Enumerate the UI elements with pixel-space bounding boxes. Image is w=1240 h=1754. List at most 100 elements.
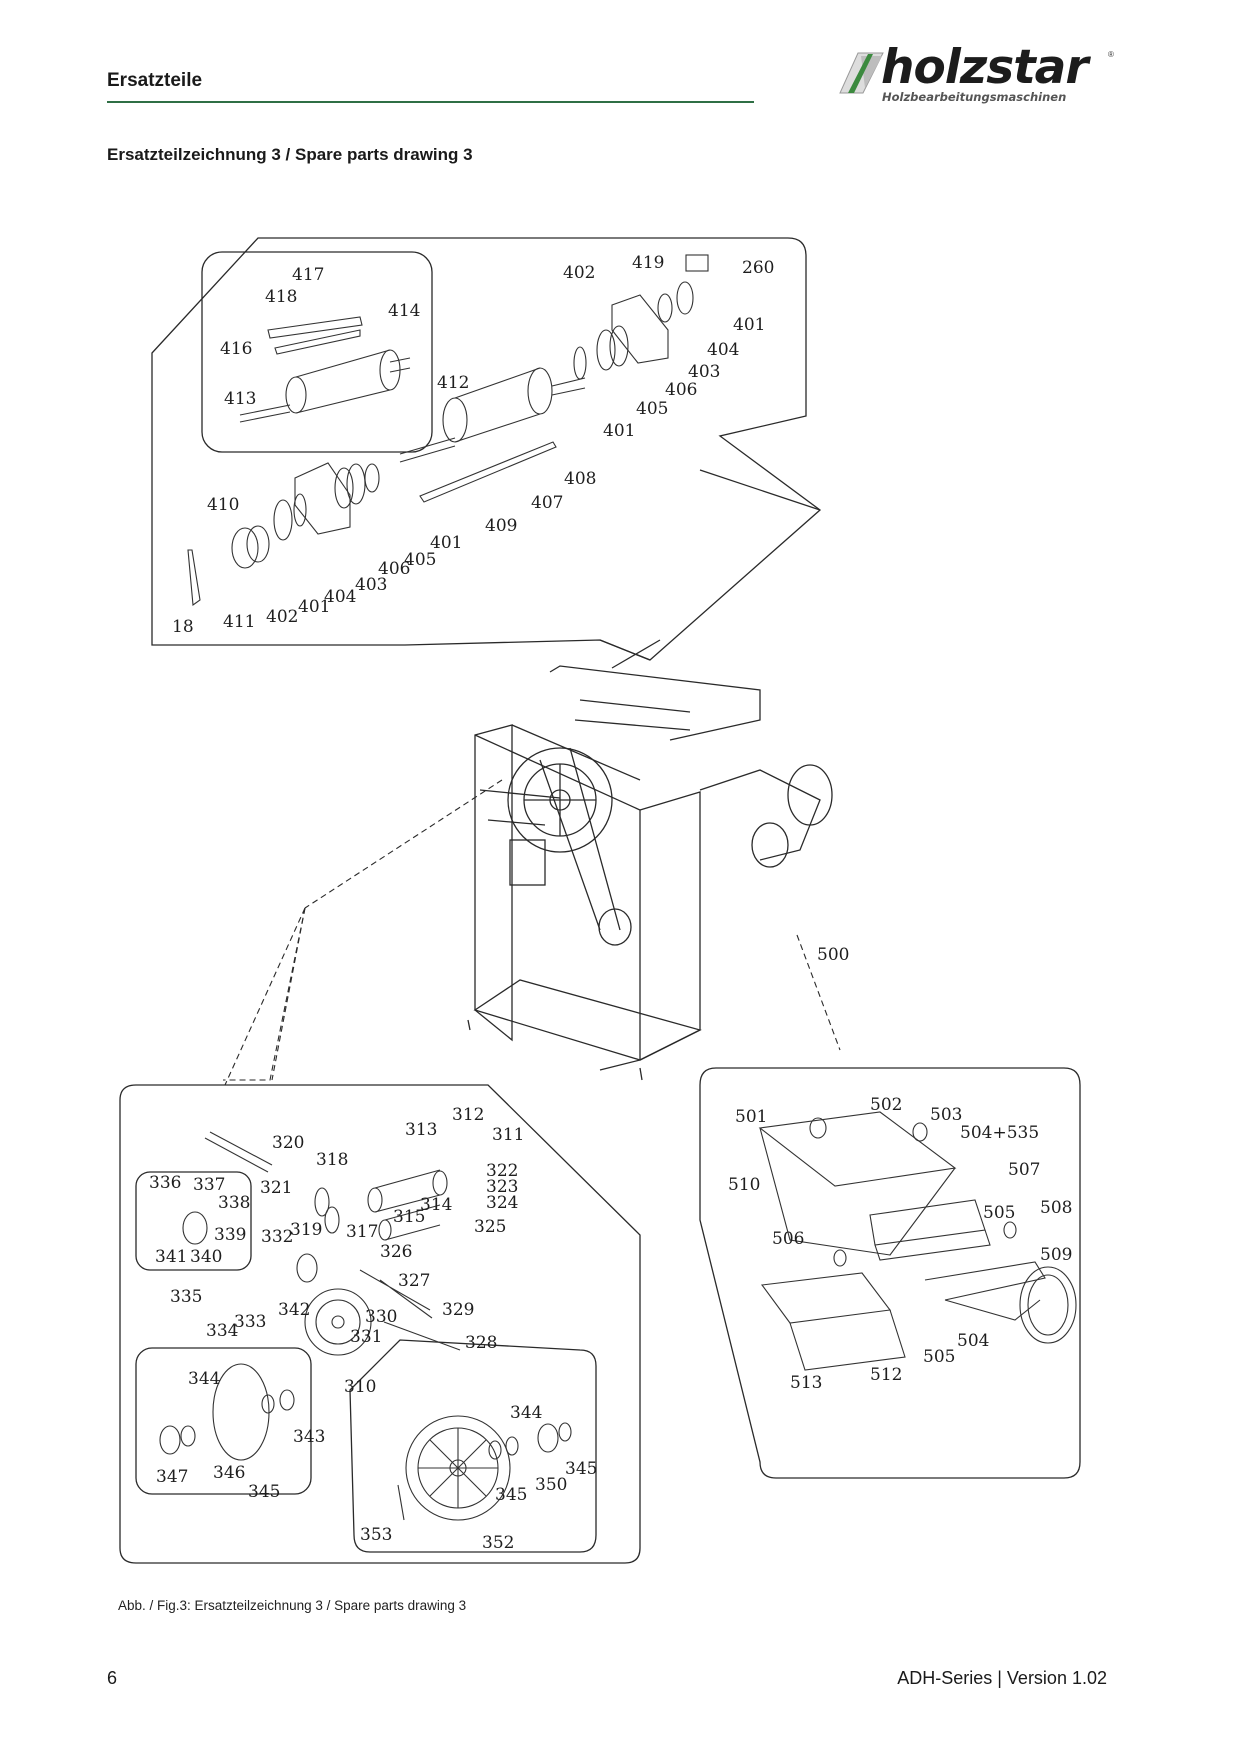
part-label: 317 — [346, 1222, 378, 1242]
part-label: 405 — [636, 399, 668, 419]
part-label: 405 — [404, 550, 436, 570]
part-label: 342 — [278, 1300, 310, 1320]
part-label: 341 — [155, 1247, 187, 1267]
part-label: 507 — [1008, 1160, 1040, 1180]
part-label: 336 — [149, 1173, 181, 1193]
part-label: 260 — [742, 258, 774, 278]
part-label: 344 — [188, 1369, 220, 1389]
part-label: 337 — [193, 1175, 225, 1195]
part-label: 314 — [420, 1195, 452, 1215]
logo-mark-icon — [839, 52, 884, 94]
part-label: 335 — [170, 1287, 202, 1307]
part-label: 512 — [870, 1365, 902, 1385]
part-label: 346 — [213, 1463, 245, 1483]
part-label: 418 — [265, 287, 297, 307]
figure-caption: Abb. / Fig.3: Ersatzteilzeichnung 3 / Sp… — [118, 1598, 467, 1613]
part-label: 417 — [292, 265, 324, 285]
part-label: 312 — [452, 1105, 484, 1125]
part-label: 412 — [437, 373, 469, 393]
part-label: 406 — [378, 559, 410, 579]
section-heading: Ersatzteilzeichnung 3 / Spare parts draw… — [107, 145, 473, 164]
part-label: 404 — [324, 587, 356, 607]
part-label: 411 — [223, 612, 255, 632]
part-label: 414 — [388, 301, 420, 321]
part-label: 401 — [298, 597, 330, 617]
part-label: 18 — [172, 617, 194, 637]
part-label: 504 — [957, 1331, 989, 1351]
part-label: 509 — [1040, 1245, 1072, 1265]
part-label: 338 — [218, 1193, 250, 1213]
part-label: 311 — [492, 1125, 524, 1145]
part-label: 419 — [632, 253, 664, 273]
part-label: 401 — [430, 533, 462, 553]
part-label: 401 — [733, 315, 765, 335]
part-label: 403 — [355, 575, 387, 595]
part-label: 321 — [260, 1178, 292, 1198]
part-label: 406 — [665, 380, 697, 400]
part-label: 345 — [565, 1459, 597, 1479]
part-label: 404 — [707, 340, 739, 360]
page-header-title: Ersatzteile — [107, 70, 203, 91]
part-label: 339 — [214, 1225, 246, 1245]
part-label: 401 — [603, 421, 635, 441]
part-label: 329 — [442, 1300, 474, 1320]
part-label: 416 — [220, 339, 252, 359]
part-label: 331 — [350, 1327, 382, 1347]
part-label: 320 — [272, 1133, 304, 1153]
document-version: ADH-Series | Version 1.02 — [897, 1668, 1107, 1688]
part-label: 326 — [380, 1242, 412, 1262]
part-label: 344 — [510, 1403, 542, 1423]
part-label: 319 — [290, 1220, 322, 1240]
part-label: 408 — [564, 469, 596, 489]
part-label: 505 — [983, 1203, 1015, 1223]
logo-tagline: Holzbearbeitungsmaschinen — [882, 90, 1067, 104]
part-label: 503 — [930, 1105, 962, 1125]
part-label: 500 — [817, 945, 849, 965]
drive-assembly-part-labels: 320 321 318 313 312 311 322 323 324 325 … — [149, 1105, 597, 1553]
part-label: 413 — [224, 389, 256, 409]
page-number: 6 — [107, 1668, 118, 1688]
part-label: 325 — [474, 1217, 506, 1237]
part-label: 506 — [772, 1229, 804, 1249]
holzstar-logo: holzstar ® Holzbearbeitungsmaschinen — [838, 40, 1120, 112]
part-label: 347 — [156, 1467, 188, 1487]
part-label: 330 — [365, 1307, 397, 1327]
part-label: 402 — [266, 607, 298, 627]
part-label: 505 — [923, 1347, 955, 1367]
part-label: 315 — [393, 1207, 425, 1227]
part-label: 407 — [531, 493, 563, 513]
part-label: 508 — [1040, 1198, 1072, 1218]
part-label: 504+535 — [960, 1123, 1039, 1143]
part-label: 409 — [485, 516, 517, 536]
part-label: 343 — [293, 1427, 325, 1447]
part-label: 345 — [495, 1485, 527, 1505]
part-label: 313 — [405, 1120, 437, 1140]
part-label: 502 — [870, 1095, 902, 1115]
part-label: 403 — [688, 362, 720, 382]
part-label: 318 — [316, 1150, 348, 1170]
logo-registered-mark: ® — [1108, 50, 1114, 59]
part-label: 334 — [206, 1321, 238, 1341]
dust-hood-part-labels: 501 502 503 504+535 507 508 505 506 509 … — [728, 1095, 1072, 1393]
part-label: 333 — [234, 1312, 266, 1332]
part-label: 324 — [486, 1193, 518, 1213]
part-label: 322 — [486, 1161, 518, 1181]
part-label: 402 — [563, 263, 595, 283]
part-label: 510 — [728, 1175, 760, 1195]
part-label: 513 — [790, 1373, 822, 1393]
part-label: 345 — [248, 1482, 280, 1502]
logo-wordmark: holzstar — [881, 40, 1089, 95]
part-label: 340 — [190, 1247, 222, 1267]
part-label: 352 — [482, 1533, 514, 1553]
part-label: 350 — [535, 1475, 567, 1495]
top-assembly-part-labels: 417 418 414 416 413 412 402 419 260 401 … — [172, 253, 774, 637]
part-label: 310 — [344, 1377, 376, 1397]
header-divider — [107, 101, 754, 103]
part-label: 353 — [360, 1525, 392, 1545]
part-label: 323 — [486, 1177, 518, 1197]
part-label: 327 — [398, 1271, 430, 1291]
part-label: 501 — [735, 1107, 767, 1127]
part-label: 410 — [207, 495, 239, 515]
part-label: 332 — [261, 1227, 293, 1247]
